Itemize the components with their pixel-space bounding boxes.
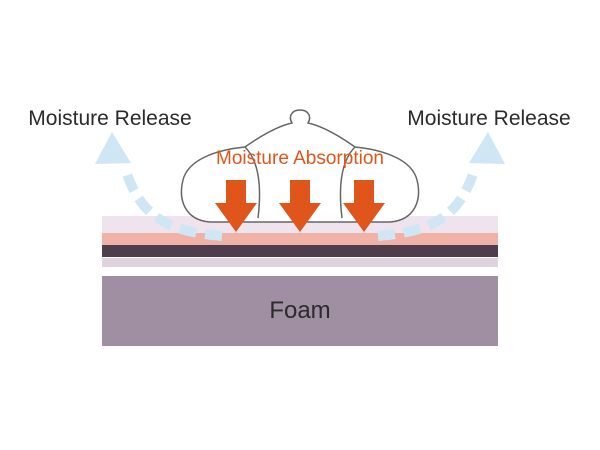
moisture-absorption-label: Moisture Absorption	[216, 148, 384, 169]
release-arrow-right	[377, 132, 505, 241]
absorption-arrows	[215, 180, 385, 232]
foam-label: Foam	[269, 297, 330, 324]
light-layer	[102, 258, 498, 267]
release-arrow-head-right	[469, 132, 505, 164]
foam-layer	[102, 276, 498, 346]
release-arrow-left	[95, 132, 223, 241]
curved-up-arrow-icon	[120, 166, 223, 241]
release-arrow-head-left	[95, 132, 131, 164]
down-arrow-icon	[343, 180, 385, 232]
dark-layer	[102, 245, 498, 257]
absorbent-layer	[102, 233, 498, 245]
moisture-release-right-label: Moisture Release	[407, 107, 570, 130]
curved-up-arrow-icon	[377, 166, 480, 241]
moisture-release-left-label: Moisture Release	[28, 107, 191, 130]
down-arrow-icon	[279, 180, 321, 232]
down-arrow-icon	[215, 180, 257, 232]
